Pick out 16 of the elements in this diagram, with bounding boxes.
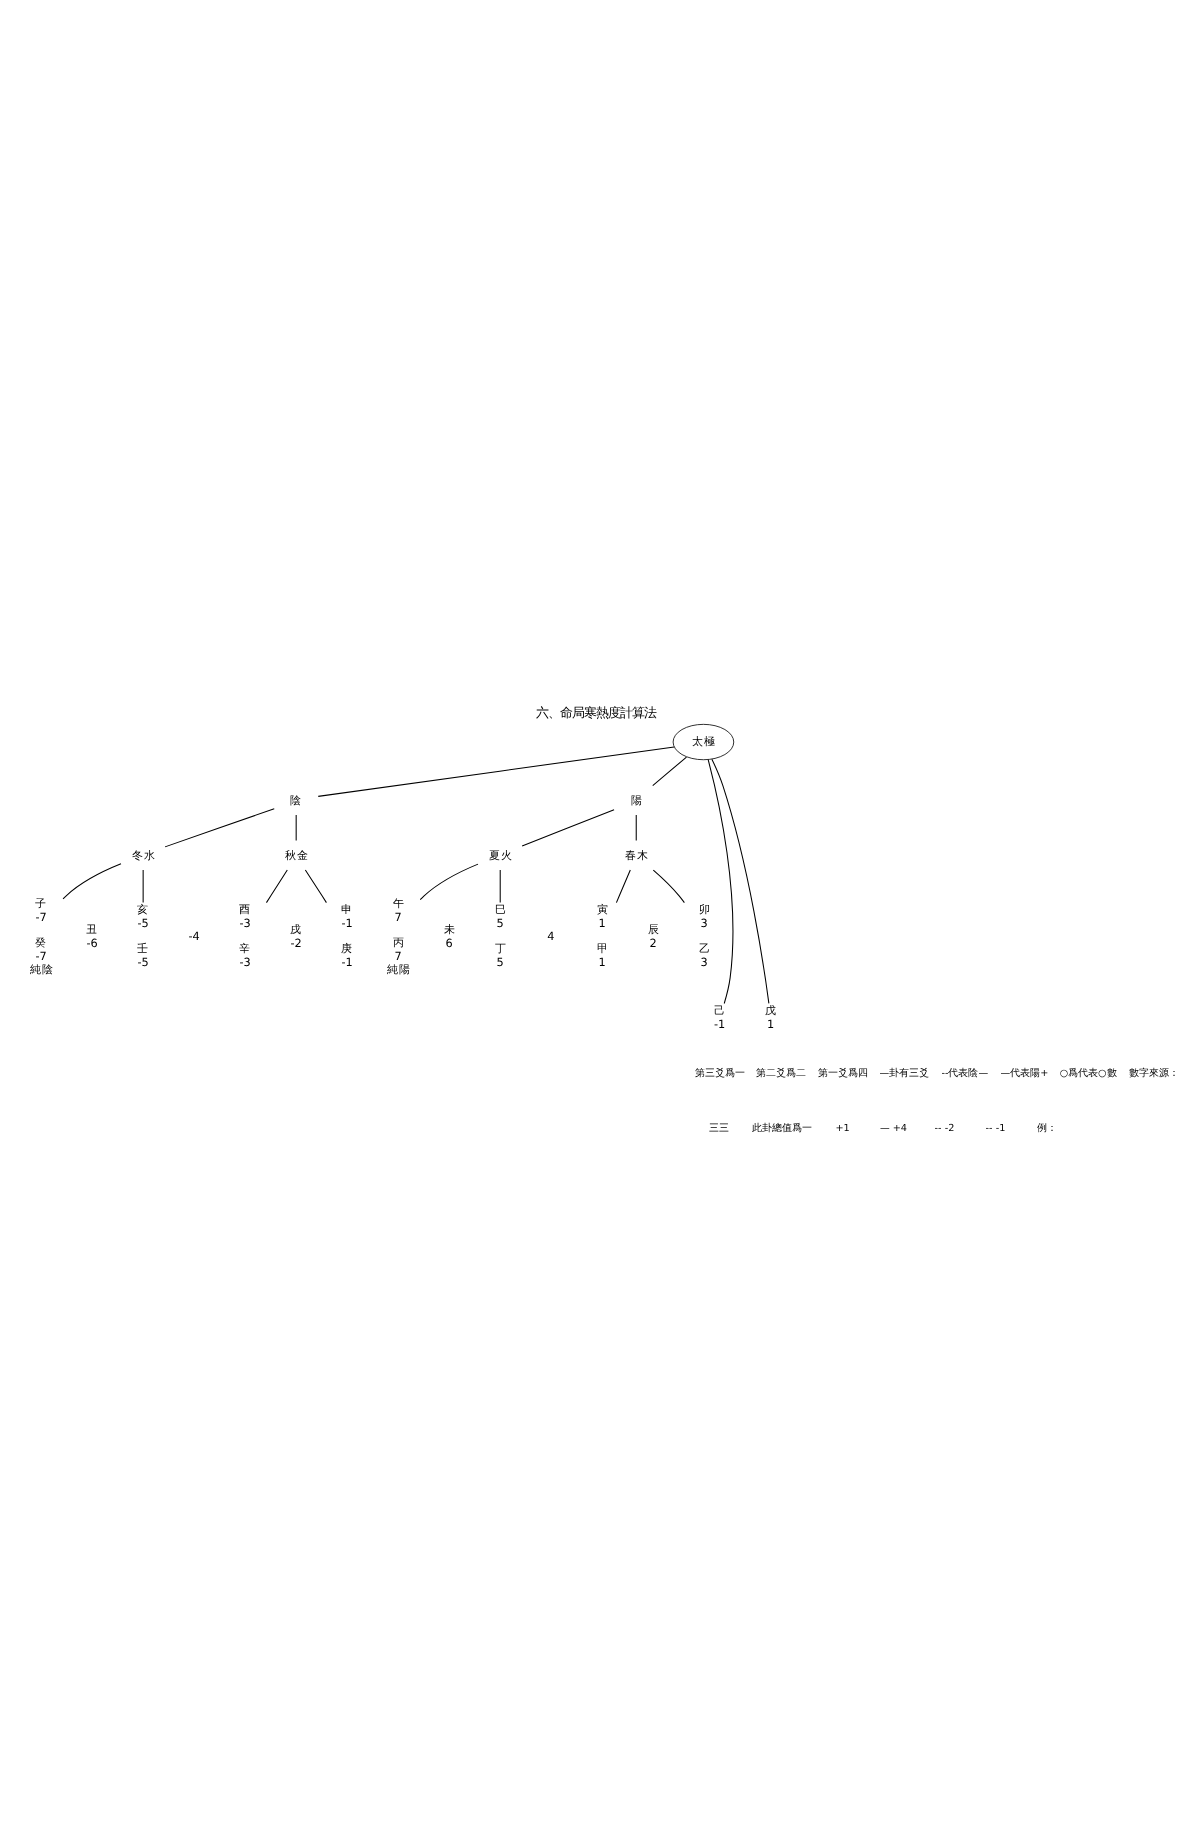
connector (62, 863, 122, 900)
connector (142, 869, 144, 904)
connector (652, 869, 685, 904)
connector (652, 756, 687, 787)
connector (707, 759, 734, 1004)
connector (711, 758, 770, 1004)
connector (499, 869, 501, 904)
connector (635, 814, 637, 841)
connector (317, 746, 675, 797)
connector (304, 869, 327, 904)
connector (295, 814, 297, 841)
connector (419, 863, 479, 901)
connector (615, 869, 631, 904)
connector (521, 809, 615, 847)
connector (164, 808, 275, 848)
connector (265, 869, 288, 904)
